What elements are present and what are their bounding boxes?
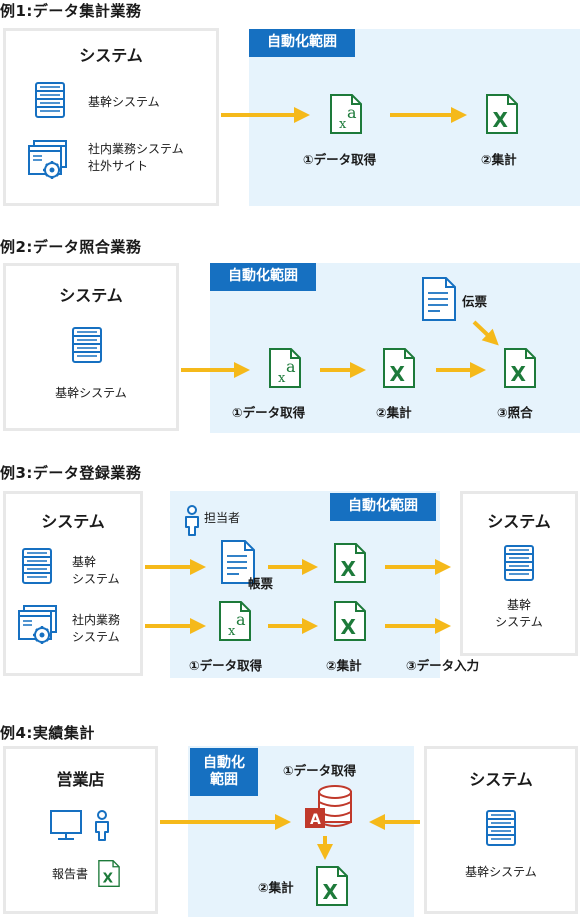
ex4-report-label: 報告書	[52, 867, 89, 881]
ex2-step3-label: ③照合	[497, 405, 533, 420]
ex1-system-title: システム	[79, 46, 143, 65]
ex3-person-label: 担当者	[204, 511, 241, 525]
example-2-title: 例2:データ照合業務	[0, 238, 142, 256]
ex3-target-core-label: 基幹 システム	[495, 598, 543, 629]
ex3-step1-label: ①データ取得	[189, 658, 263, 673]
ex3-step2-label: ②集計	[326, 658, 362, 673]
ex2-step1-label: ①データ取得	[232, 405, 306, 420]
ex2-voucher-label: 伝票	[462, 294, 488, 309]
database-icon: A	[305, 785, 352, 828]
ex4-core-system-label: 基幹システム	[465, 865, 537, 879]
ex4-branch-title: 営業店	[56, 770, 105, 789]
example-4-title: 例4:実績集計	[0, 724, 95, 742]
ex1-automation-tag: 自動化範囲	[249, 29, 355, 57]
ex3-system-title: システム	[41, 512, 105, 531]
ex3-internal-system-label: 社内業務 システム	[72, 613, 121, 644]
ex2-automation-tag: 自動化範囲	[210, 263, 316, 291]
example-3-title: 例3:データ登録業務	[0, 464, 142, 482]
ex1-step1-label: ①データ取得	[303, 152, 377, 167]
ex3-form-label: 帳票	[248, 576, 274, 591]
ex1-step2-label: ②集計	[481, 152, 517, 167]
ex4-automation-tag: 自動化 範囲	[190, 748, 258, 796]
ex1-core-system-label: 基幹システム	[88, 95, 160, 109]
ex3-target-system-title: システム	[487, 512, 551, 531]
ex1-internal-system-label: 社内業務システム	[88, 142, 184, 156]
svg-text:A: A	[310, 812, 321, 828]
ex3-automation-tag: 自動化範囲	[330, 493, 436, 521]
ex4-system-title: システム	[469, 770, 533, 789]
ex2-core-system-label: 基幹システム	[55, 386, 127, 400]
ex3-automation-area	[170, 491, 440, 678]
ex3-step3-label: ③データ入力	[406, 658, 480, 673]
ex2-system-title: システム	[59, 286, 123, 305]
ex3-core-system-label: 基幹 システム	[72, 555, 120, 586]
ex4-step1-label: ①データ取得	[283, 763, 357, 778]
example-1-title: 例1:データ集計業務	[0, 2, 142, 20]
arrow	[472, 320, 499, 346]
ex4-step2-label: ②集計	[258, 880, 294, 895]
ex2-step2-label: ②集計	[376, 405, 412, 420]
ex1-external-site-label: 社外サイト	[88, 159, 149, 173]
